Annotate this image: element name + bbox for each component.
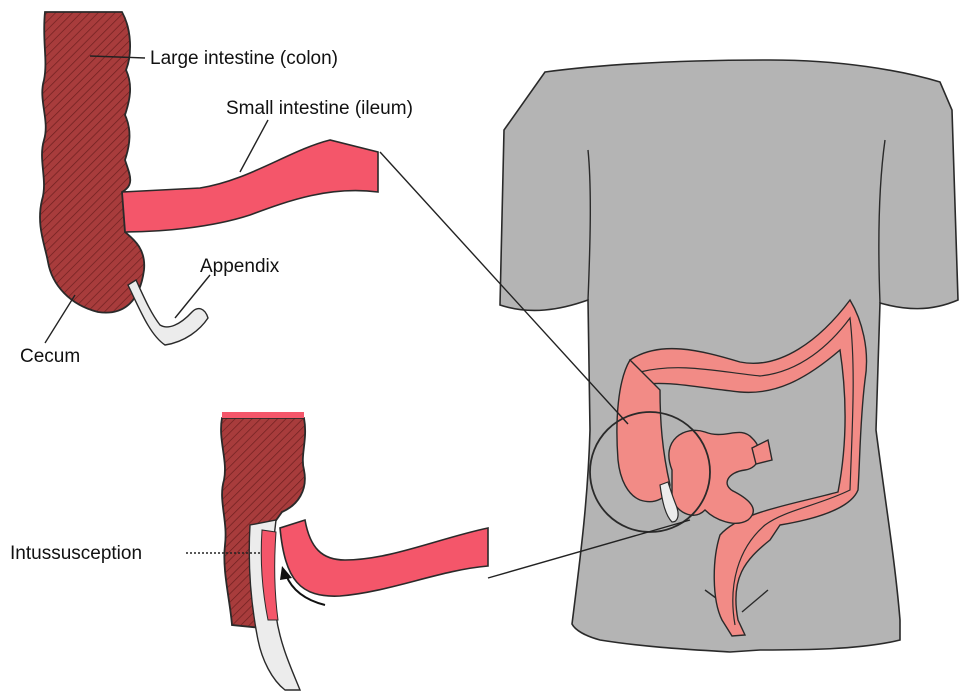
label-large-intestine: Large intestine (colon) [150, 48, 338, 69]
label-cecum: Cecum [20, 346, 80, 367]
intussusception-anatomy [186, 412, 488, 690]
colon-top-cut [222, 412, 304, 418]
label-small-intestine: Small intestine (ileum) [226, 98, 413, 119]
small-intestine-telescoped [280, 520, 488, 596]
label-appendix: Appendix [200, 256, 280, 277]
label-intussusception: Intussusception [10, 543, 142, 564]
leader-small-intestine [240, 120, 268, 172]
leader-cecum [45, 295, 75, 343]
appendix-normal [128, 280, 208, 345]
